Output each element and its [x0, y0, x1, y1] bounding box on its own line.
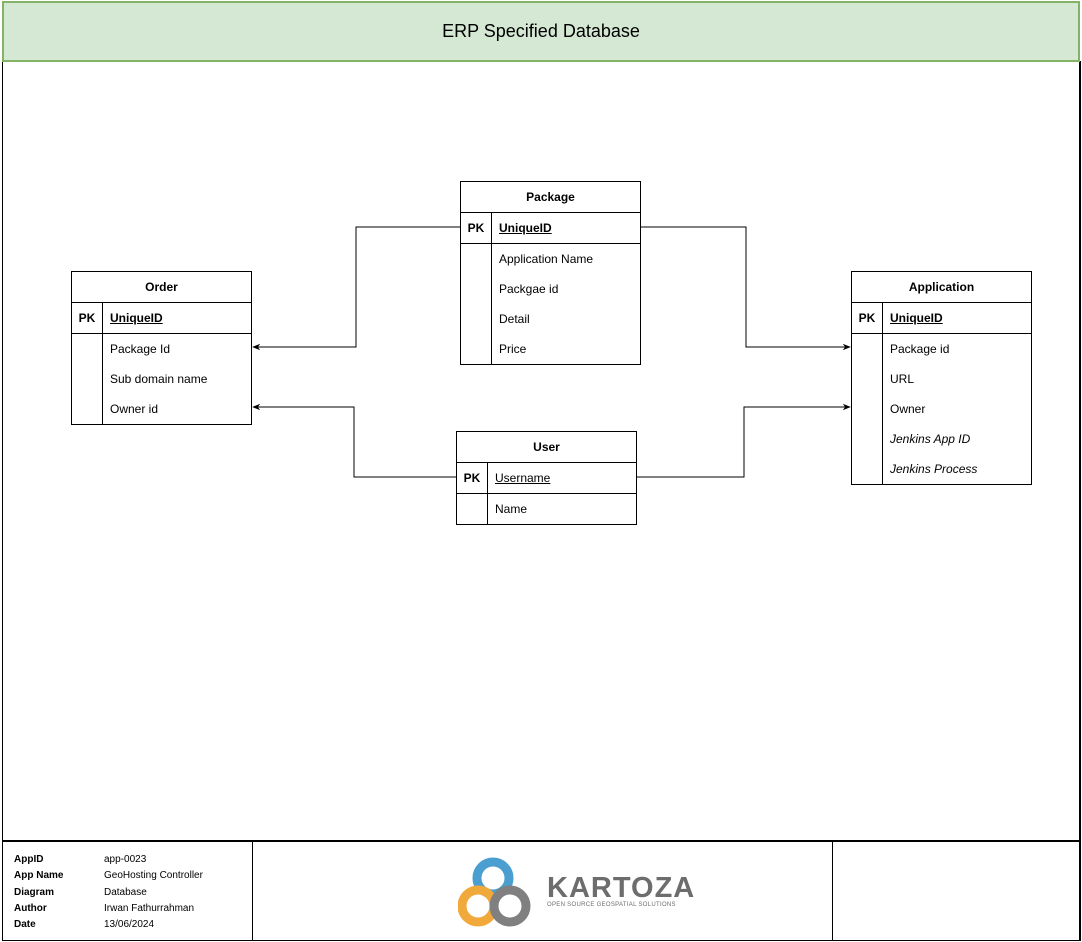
entity-field: Jenkins App ID	[890, 432, 971, 446]
connector-package-to-application	[640, 226, 851, 351]
entity-field: URL	[890, 372, 915, 386]
meta-row-date: Date 13/06/2024	[14, 919, 154, 930]
meta-row-app-name: App Name GeoHosting Controller	[14, 870, 203, 881]
meta-value: Irwan Fathurrahman	[104, 903, 195, 914]
pk-label: PK	[461, 213, 492, 243]
primary-key-row: PK UniqueID	[461, 213, 640, 244]
pk-field: UniqueID	[499, 221, 552, 235]
entity-field: Jenkins Process	[890, 462, 978, 476]
connector-user-to-order	[252, 403, 457, 478]
entity-field: Sub domain name	[110, 372, 208, 386]
title-block: AppID app-0023 App Name GeoHosting Contr…	[2, 841, 1081, 941]
meta-value: GeoHosting Controller	[104, 870, 203, 881]
entity-title: Application	[852, 272, 1031, 303]
entity-user[interactable]: User PK Username Name	[456, 431, 637, 525]
entity-field: Owner	[890, 402, 926, 416]
pk-field: UniqueID	[110, 311, 163, 325]
logo-tagline: OPEN SOURCE GEOSPATIAL SOLUTIONS	[547, 902, 676, 908]
meta-key: AppID	[14, 854, 44, 865]
meta-value: 13/06/2024	[104, 919, 155, 930]
kartoza-logo-icon	[458, 857, 531, 927]
entity-field: Name	[495, 502, 528, 516]
meta-value: Database	[104, 887, 147, 898]
logo-wordmark: KARTOZA	[547, 872, 696, 904]
key-column	[461, 244, 492, 364]
pk-label: PK	[72, 303, 103, 333]
primary-key-row: PK UniqueID	[72, 303, 251, 334]
meta-row-diagram: Diagram Database	[14, 887, 147, 898]
entity-field: Package Id	[110, 342, 171, 356]
pk-field: UniqueID	[890, 311, 943, 325]
metadata-cell: AppID app-0023 App Name GeoHosting Contr…	[3, 842, 253, 940]
entity-field: Detail	[499, 312, 530, 326]
meta-row-appid: AppID app-0023	[14, 854, 146, 865]
key-column	[457, 494, 488, 524]
entity-field: Packgae id	[499, 282, 559, 296]
entity-package[interactable]: Package PK UniqueID Application Name Pac…	[460, 181, 641, 365]
entity-application[interactable]: Application PK UniqueID Package id URL O…	[851, 271, 1032, 485]
connector-package-to-order	[252, 226, 460, 351]
meta-row-author: Author Irwan Fathurrahman	[14, 903, 194, 914]
diagram-title: ERP Specified Database	[442, 21, 640, 41]
entity-field: Price	[499, 342, 527, 356]
primary-key-row: PK Username	[457, 463, 636, 494]
pk-label: PK	[852, 303, 883, 333]
key-column	[852, 334, 883, 484]
key-column	[72, 334, 103, 424]
meta-key: App Name	[14, 870, 64, 881]
meta-value: app-0023	[104, 854, 147, 865]
entity-order[interactable]: Order PK UniqueID Package Id Sub domain …	[71, 271, 252, 425]
primary-key-row: PK UniqueID	[852, 303, 1031, 334]
entity-title: Order	[72, 272, 251, 303]
entity-field: Owner id	[110, 402, 159, 416]
meta-key: Diagram	[14, 887, 55, 898]
logo-cell: KARTOZA OPEN SOURCE GEOSPATIAL SOLUTIONS	[253, 842, 833, 940]
diagram-title-bar: ERP Specified Database	[2, 1, 1080, 62]
connector-user-to-application	[636, 403, 851, 478]
pk-label: PK	[457, 463, 488, 493]
pk-field: Username	[495, 471, 551, 485]
entity-field: Package id	[890, 342, 950, 356]
meta-key: Author	[14, 903, 47, 914]
entity-field: Application Name	[499, 252, 594, 266]
meta-key: Date	[14, 919, 36, 930]
entity-title: Package	[461, 182, 640, 213]
entity-title: User	[457, 432, 636, 463]
